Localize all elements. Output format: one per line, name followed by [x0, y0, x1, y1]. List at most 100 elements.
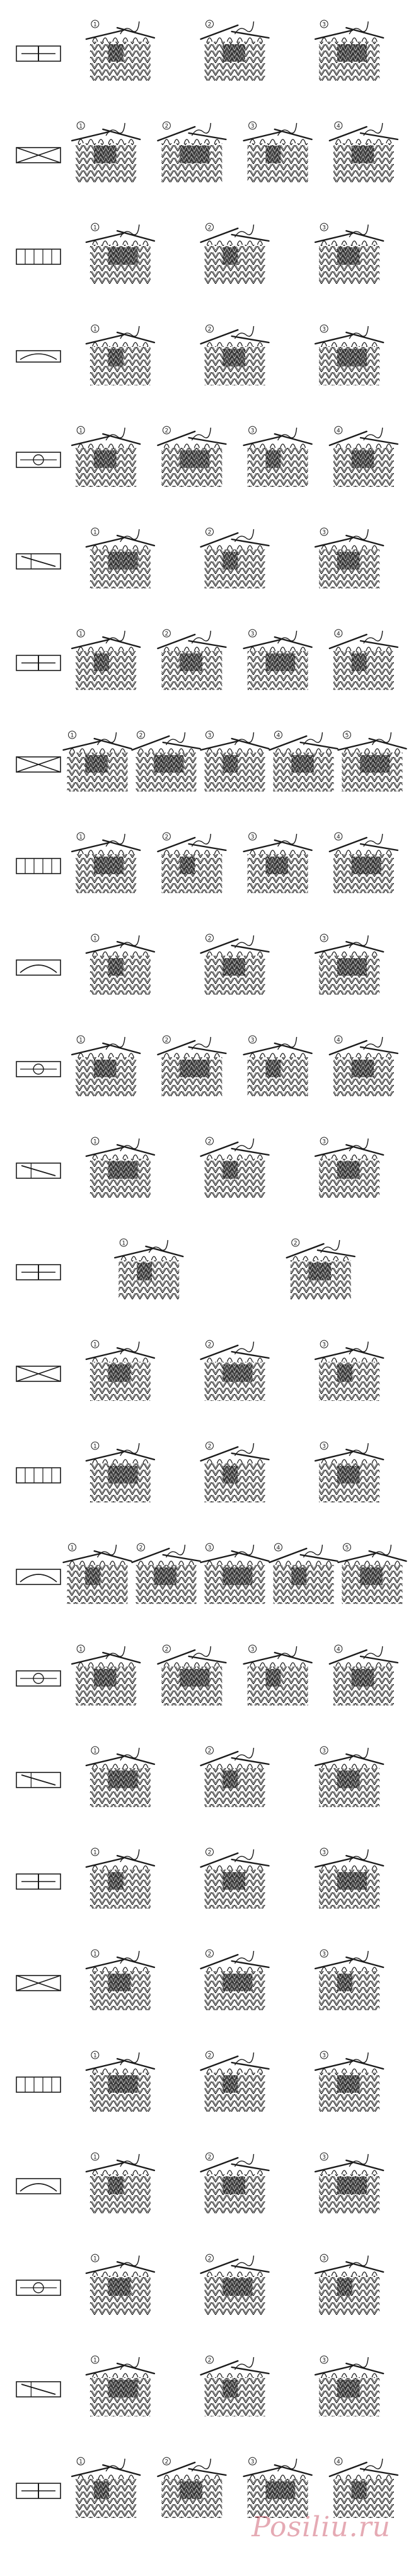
step-number: 2 — [208, 1139, 212, 1145]
step-illustration: 1 — [85, 1847, 156, 1909]
step-illustration: 1 — [85, 1746, 156, 1807]
step-number: 1 — [71, 733, 74, 739]
step-number: 1 — [93, 1139, 97, 1145]
step-number: 2 — [208, 2358, 212, 2364]
step-number: 3 — [322, 1850, 326, 1856]
step-illustration: 4 — [328, 832, 399, 893]
chart-symbol — [16, 350, 61, 363]
step-number: 1 — [79, 2459, 83, 2466]
step-number: 4 — [337, 834, 340, 841]
step-illustration: 2 — [200, 324, 270, 385]
step-number: 3 — [322, 1444, 326, 1450]
chart-symbol — [16, 1467, 61, 1484]
step-number: 3 — [251, 834, 255, 841]
step-illustration: 2 — [131, 1543, 201, 1604]
step-number: 2 — [208, 1952, 212, 1958]
step-number: 3 — [322, 2053, 326, 2059]
step-number: 2 — [165, 631, 169, 638]
step-illustration: 1 — [85, 324, 156, 385]
step-number: 3 — [251, 428, 255, 435]
step-illustration: 5 — [337, 1543, 407, 1604]
step-illustration: 2 — [200, 1441, 270, 1502]
step-number: 1 — [79, 428, 83, 435]
step-number: 3 — [322, 22, 326, 28]
step-number: 1 — [79, 834, 83, 841]
chart-symbol — [16, 2381, 61, 2397]
technique-row: 1 2 3 — [16, 324, 384, 385]
step-illustration: 3 — [314, 1847, 384, 1909]
step-number: 3 — [251, 124, 255, 130]
step-number: 1 — [93, 2256, 97, 2263]
step-number: 4 — [277, 1545, 280, 1552]
step-illustration: 2 — [131, 730, 201, 792]
step-number: 1 — [93, 1342, 97, 1349]
step-number: 3 — [208, 1545, 212, 1552]
step-number: 1 — [79, 124, 83, 130]
step-illustration: 1 — [85, 20, 156, 81]
step-illustration: 3 — [243, 121, 313, 182]
chart-symbol — [16, 1061, 61, 1077]
step-illustration: 1 — [85, 2051, 156, 2112]
step-illustration: 3 — [314, 1949, 384, 2010]
step-number: 2 — [208, 2053, 212, 2059]
step-illustration: 1 — [85, 1441, 156, 1502]
step-number: 2 — [208, 225, 212, 231]
step-illustration: 1 — [71, 1644, 141, 1706]
step-illustration: 1 — [71, 832, 141, 893]
step-illustration: 3 — [243, 832, 313, 893]
chart-symbol — [16, 858, 61, 874]
step-illustration: 2 — [200, 1847, 270, 1909]
step-illustration: 3 — [314, 2355, 384, 2416]
step-illustration: 2 — [200, 223, 270, 284]
step-illustration: 2 — [200, 1340, 270, 1401]
step-number: 4 — [277, 733, 280, 739]
step-illustration: 2 — [157, 121, 227, 182]
step-number: 1 — [93, 936, 97, 942]
step-illustration: 1 — [71, 1035, 141, 1096]
step-illustration: 2 — [200, 527, 270, 588]
step-illustration: 3 — [314, 324, 384, 385]
step-number: 2 — [208, 1850, 212, 1856]
step-number: 2 — [165, 1647, 169, 1653]
step-illustration: 2 — [200, 2254, 270, 2315]
chart-symbol — [16, 2483, 61, 2499]
step-number: 2 — [208, 22, 212, 28]
technique-row: 1 2 3 — [16, 1847, 384, 1909]
chart-symbol — [16, 1873, 61, 1890]
step-number: 5 — [345, 733, 349, 739]
chart-symbol — [16, 1162, 61, 1179]
step-illustration: 3 — [314, 223, 384, 284]
step-number: 2 — [165, 1038, 169, 1044]
step-number: 2 — [165, 124, 169, 130]
chart-symbol — [16, 2280, 61, 2296]
step-number: 3 — [322, 2358, 326, 2364]
chart-symbol — [16, 249, 61, 265]
step-number: 1 — [93, 1850, 97, 1856]
step-number: 4 — [337, 631, 340, 638]
step-number: 2 — [208, 327, 212, 333]
step-illustration: 3 — [314, 2051, 384, 2112]
step-illustration: 4 — [328, 1035, 399, 1096]
step-number: 1 — [93, 2155, 97, 2161]
step-number: 3 — [322, 225, 326, 231]
step-illustration: 1 — [114, 1238, 184, 1299]
step-number: 1 — [93, 1952, 97, 1958]
watermark-logo: Posiliu.ru — [251, 2511, 391, 2543]
chart-symbol — [16, 655, 61, 671]
step-number: 1 — [93, 327, 97, 333]
technique-row: 1 2 3 — [16, 1949, 384, 2010]
step-illustration: 3 — [243, 1035, 313, 1096]
